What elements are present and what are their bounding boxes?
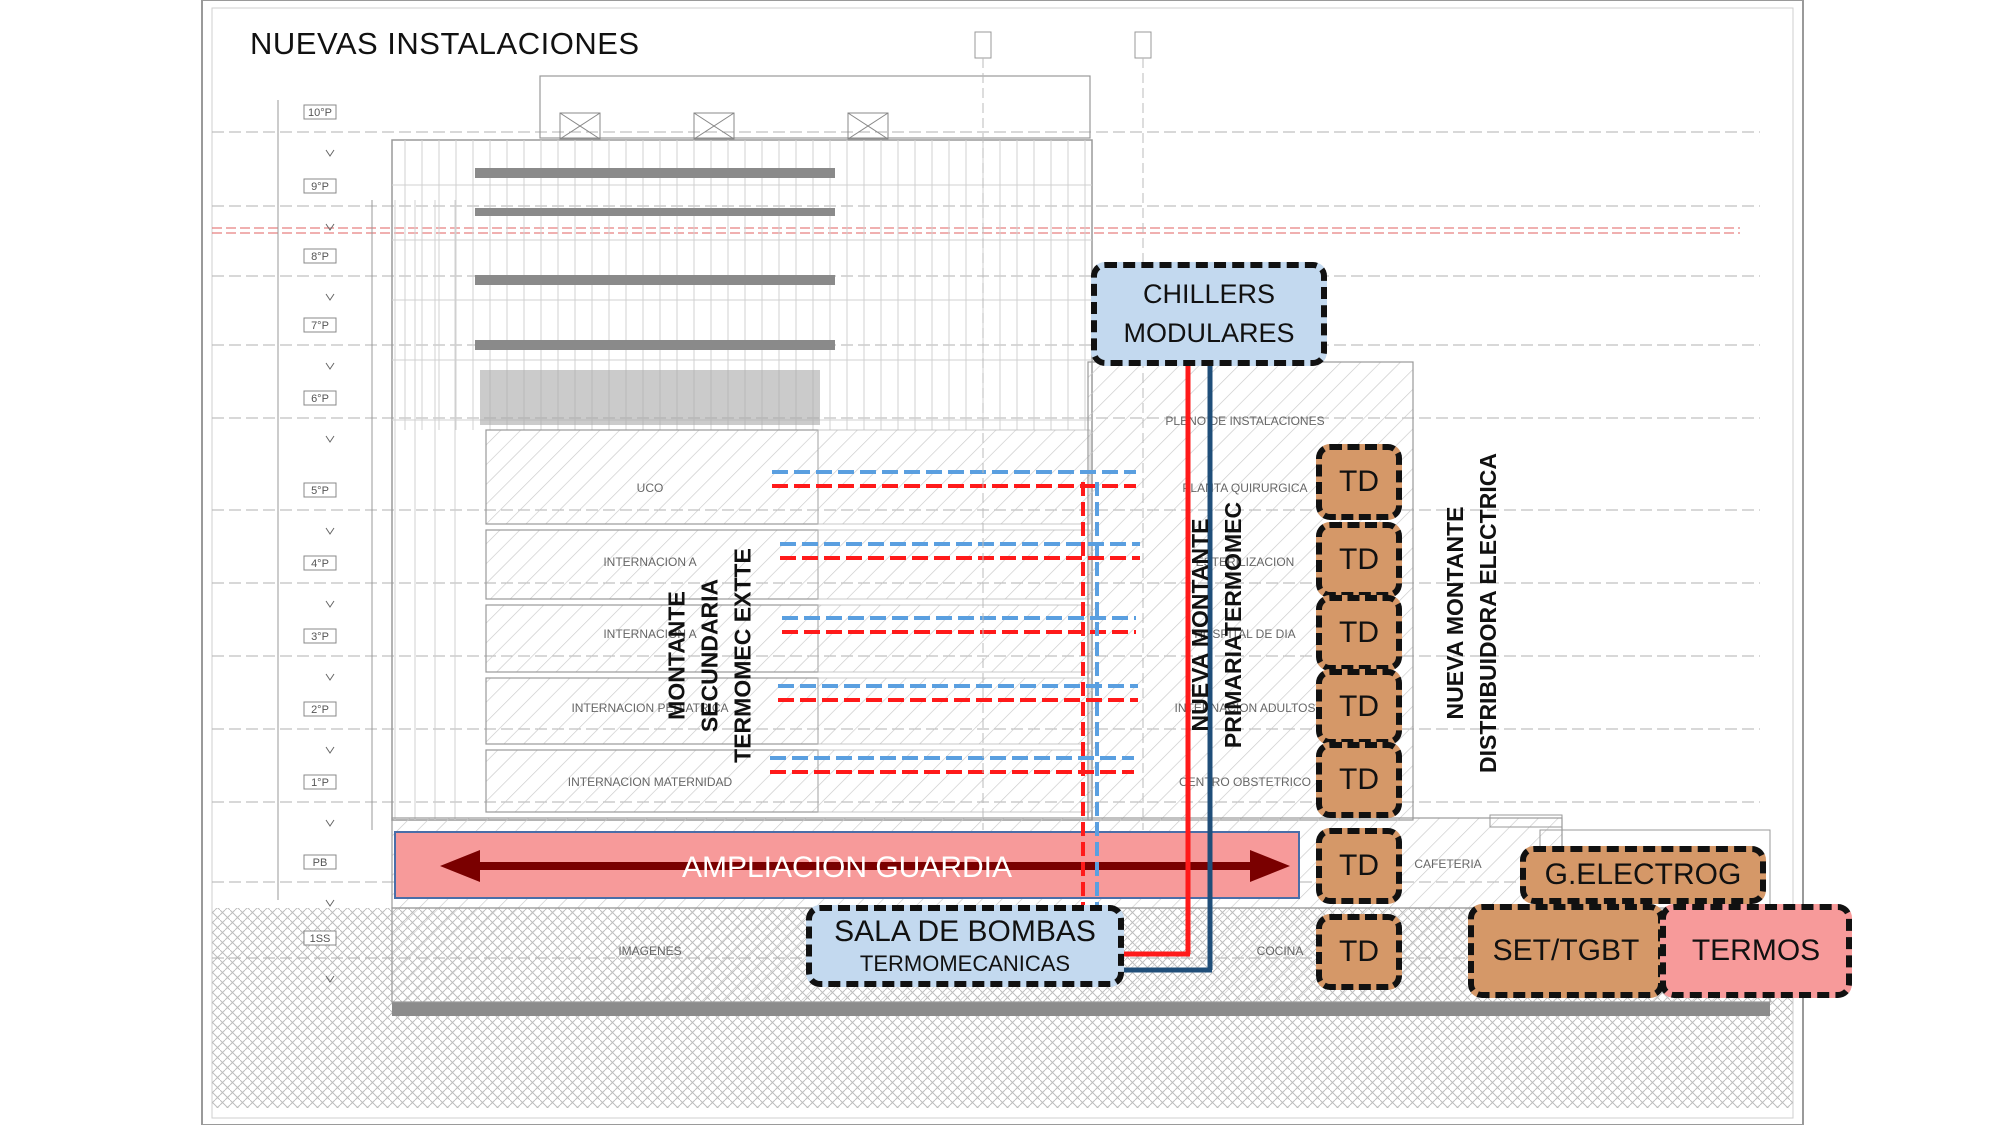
room-label: UCO — [637, 481, 664, 495]
room-label: ESTERILIZACION — [1196, 555, 1295, 569]
electrog-box: G.ELECTROG — [1520, 846, 1766, 904]
montante-primaria-line1: NUEVA MONTANTE — [1187, 518, 1213, 732]
level-marker — [325, 600, 335, 608]
electrog-label: G.ELECTROG — [1544, 858, 1742, 891]
termos-label: TERMOS — [1691, 934, 1821, 967]
sala-bombas-line2: TERMOMECANICAS — [859, 951, 1071, 976]
level-marker — [325, 435, 335, 443]
chillers-line1: CHILLERS — [1142, 279, 1276, 309]
montante-electrica-line1: NUEVA MONTANTE — [1442, 506, 1468, 720]
montante-secundaria-line2: SECUNDARIA — [696, 578, 723, 733]
td-label: TD — [1339, 616, 1379, 649]
montante-primaria-line2: PRIMARIATERMOMEC — [1220, 501, 1246, 749]
floor-tag-label: 10°P — [308, 107, 332, 119]
floor-tag-box — [303, 390, 337, 406]
montante-secundaria-line1: MONTANTE — [663, 591, 690, 720]
td-box-3p: TD — [1316, 595, 1402, 671]
floor-tag-label: 1SS — [310, 933, 331, 945]
floor-tag-label: 2°P — [311, 704, 329, 716]
floor-slab — [485, 429, 819, 525]
level-marker — [325, 673, 335, 681]
floor-slab-mid — [817, 604, 1091, 673]
ampliacion-guardia-label: AMPLIACION GUARDIA — [682, 851, 1012, 884]
level-marker — [325, 975, 335, 983]
level-marker — [325, 746, 335, 754]
arrow-head-left — [440, 850, 480, 882]
td-label: TD — [1339, 465, 1379, 498]
td-box-pb: TD — [1316, 828, 1402, 904]
level-marker — [325, 899, 335, 907]
room-label: INTERNACION PEDIATRICA — [571, 701, 728, 715]
floor-tag-box — [303, 104, 337, 120]
level-marker — [325, 819, 335, 827]
floor-slab — [485, 677, 819, 745]
floor-slab-mid — [817, 529, 1091, 600]
td-box-5p: TD — [1316, 444, 1402, 520]
td-label: TD — [1339, 690, 1379, 723]
room-label: CENTRO OBSTETRICO — [1179, 775, 1311, 789]
floor-tag-label: 8°P — [311, 251, 329, 263]
td-label: TD — [1339, 935, 1379, 968]
room-label: PLANTA QUIRURGICA — [1182, 481, 1307, 495]
set-tgbt-label: SET/TGBT — [1492, 934, 1640, 967]
floor-slab — [485, 749, 819, 813]
td-box-1p: TD — [1316, 742, 1402, 818]
level-marker — [325, 149, 335, 157]
room-label: IMAGENES — [618, 944, 681, 958]
floor-tag-box — [303, 482, 337, 498]
floor-tag-label: 6°P — [311, 393, 329, 405]
td-box-4p: TD — [1316, 522, 1402, 598]
room-label: PLENO DE INSTALACIONES — [1165, 414, 1324, 428]
td-label: TD — [1339, 543, 1379, 576]
chillers-box: CHILLERS MODULARES — [1091, 262, 1327, 366]
floor-tag-label: PB — [313, 857, 328, 869]
room-label: INTERNACION MATERNIDAD — [568, 775, 733, 789]
room-label: INTERNACION A — [603, 627, 696, 641]
arrow-head-right — [1250, 850, 1290, 882]
floor-slab-mid — [817, 429, 1091, 525]
secondary-pipes — [770, 470, 1140, 774]
floor-tag-box — [303, 854, 337, 870]
set-tgbt-box: SET/TGBT — [1468, 904, 1664, 998]
floor-tag-box — [303, 178, 337, 194]
level-marker — [325, 527, 335, 535]
floor-slab — [485, 529, 819, 600]
montante-electrica-line2: DISTRIBUIDORA ELECTRICA — [1475, 453, 1501, 773]
floor-tag-box — [303, 774, 337, 790]
montante-secundaria-label: MONTANTE SECUNDARIA TERMOMEC EXTTE — [661, 506, 760, 806]
floor-slab-mid — [817, 677, 1091, 745]
level-marker — [325, 223, 335, 231]
montante-secundaria-line3: TERMOMEC EXTTE — [729, 548, 756, 763]
room-label: COCINA — [1257, 944, 1304, 958]
floor-tag-box — [303, 930, 337, 946]
room-label: INTERNACION A — [603, 555, 696, 569]
td-box-2p: TD — [1316, 669, 1402, 745]
td-box-ss: TD — [1316, 914, 1402, 990]
floor-tag-label: 3°P — [311, 631, 329, 643]
chillers-line2: MODULARES — [1123, 318, 1295, 348]
floor-tag-label: 1°P — [311, 777, 329, 789]
floor-tag-box — [303, 317, 337, 333]
floor-tag-box — [303, 555, 337, 571]
termos-box: TERMOS — [1660, 904, 1852, 998]
montante-primaria-label: NUEVA MONTANTE PRIMARIATERMOMEC — [1184, 480, 1250, 770]
montante-electrica-label: NUEVA MONTANTE DISTRIBUIDORA ELECTRICA — [1439, 443, 1505, 783]
level-marker — [325, 293, 335, 301]
sala-bombas-box: SALA DE BOMBAS TERMOMECANICAS — [806, 905, 1124, 987]
page-title: NUEVAS INSTALACIONES — [250, 26, 640, 61]
sala-bombas-line1: SALA DE BOMBAS — [834, 915, 1096, 948]
floor-tag-box — [303, 701, 337, 717]
room-label: CAFETERIA — [1414, 857, 1481, 871]
floor-tag-label: 7°P — [311, 320, 329, 332]
floor-tag-box — [303, 248, 337, 264]
room-label: HOSPITAL DE DIA — [1194, 627, 1295, 641]
td-label: TD — [1339, 849, 1379, 882]
floor-tag-box — [303, 628, 337, 644]
floor-tag-label: 5°P — [311, 485, 329, 497]
floor-tag-label: 9°P — [311, 181, 329, 193]
td-label: TD — [1339, 763, 1379, 796]
level-marker — [325, 362, 335, 370]
floor-tag-label: 4°P — [311, 558, 329, 570]
arrow-shaft — [478, 862, 1252, 870]
